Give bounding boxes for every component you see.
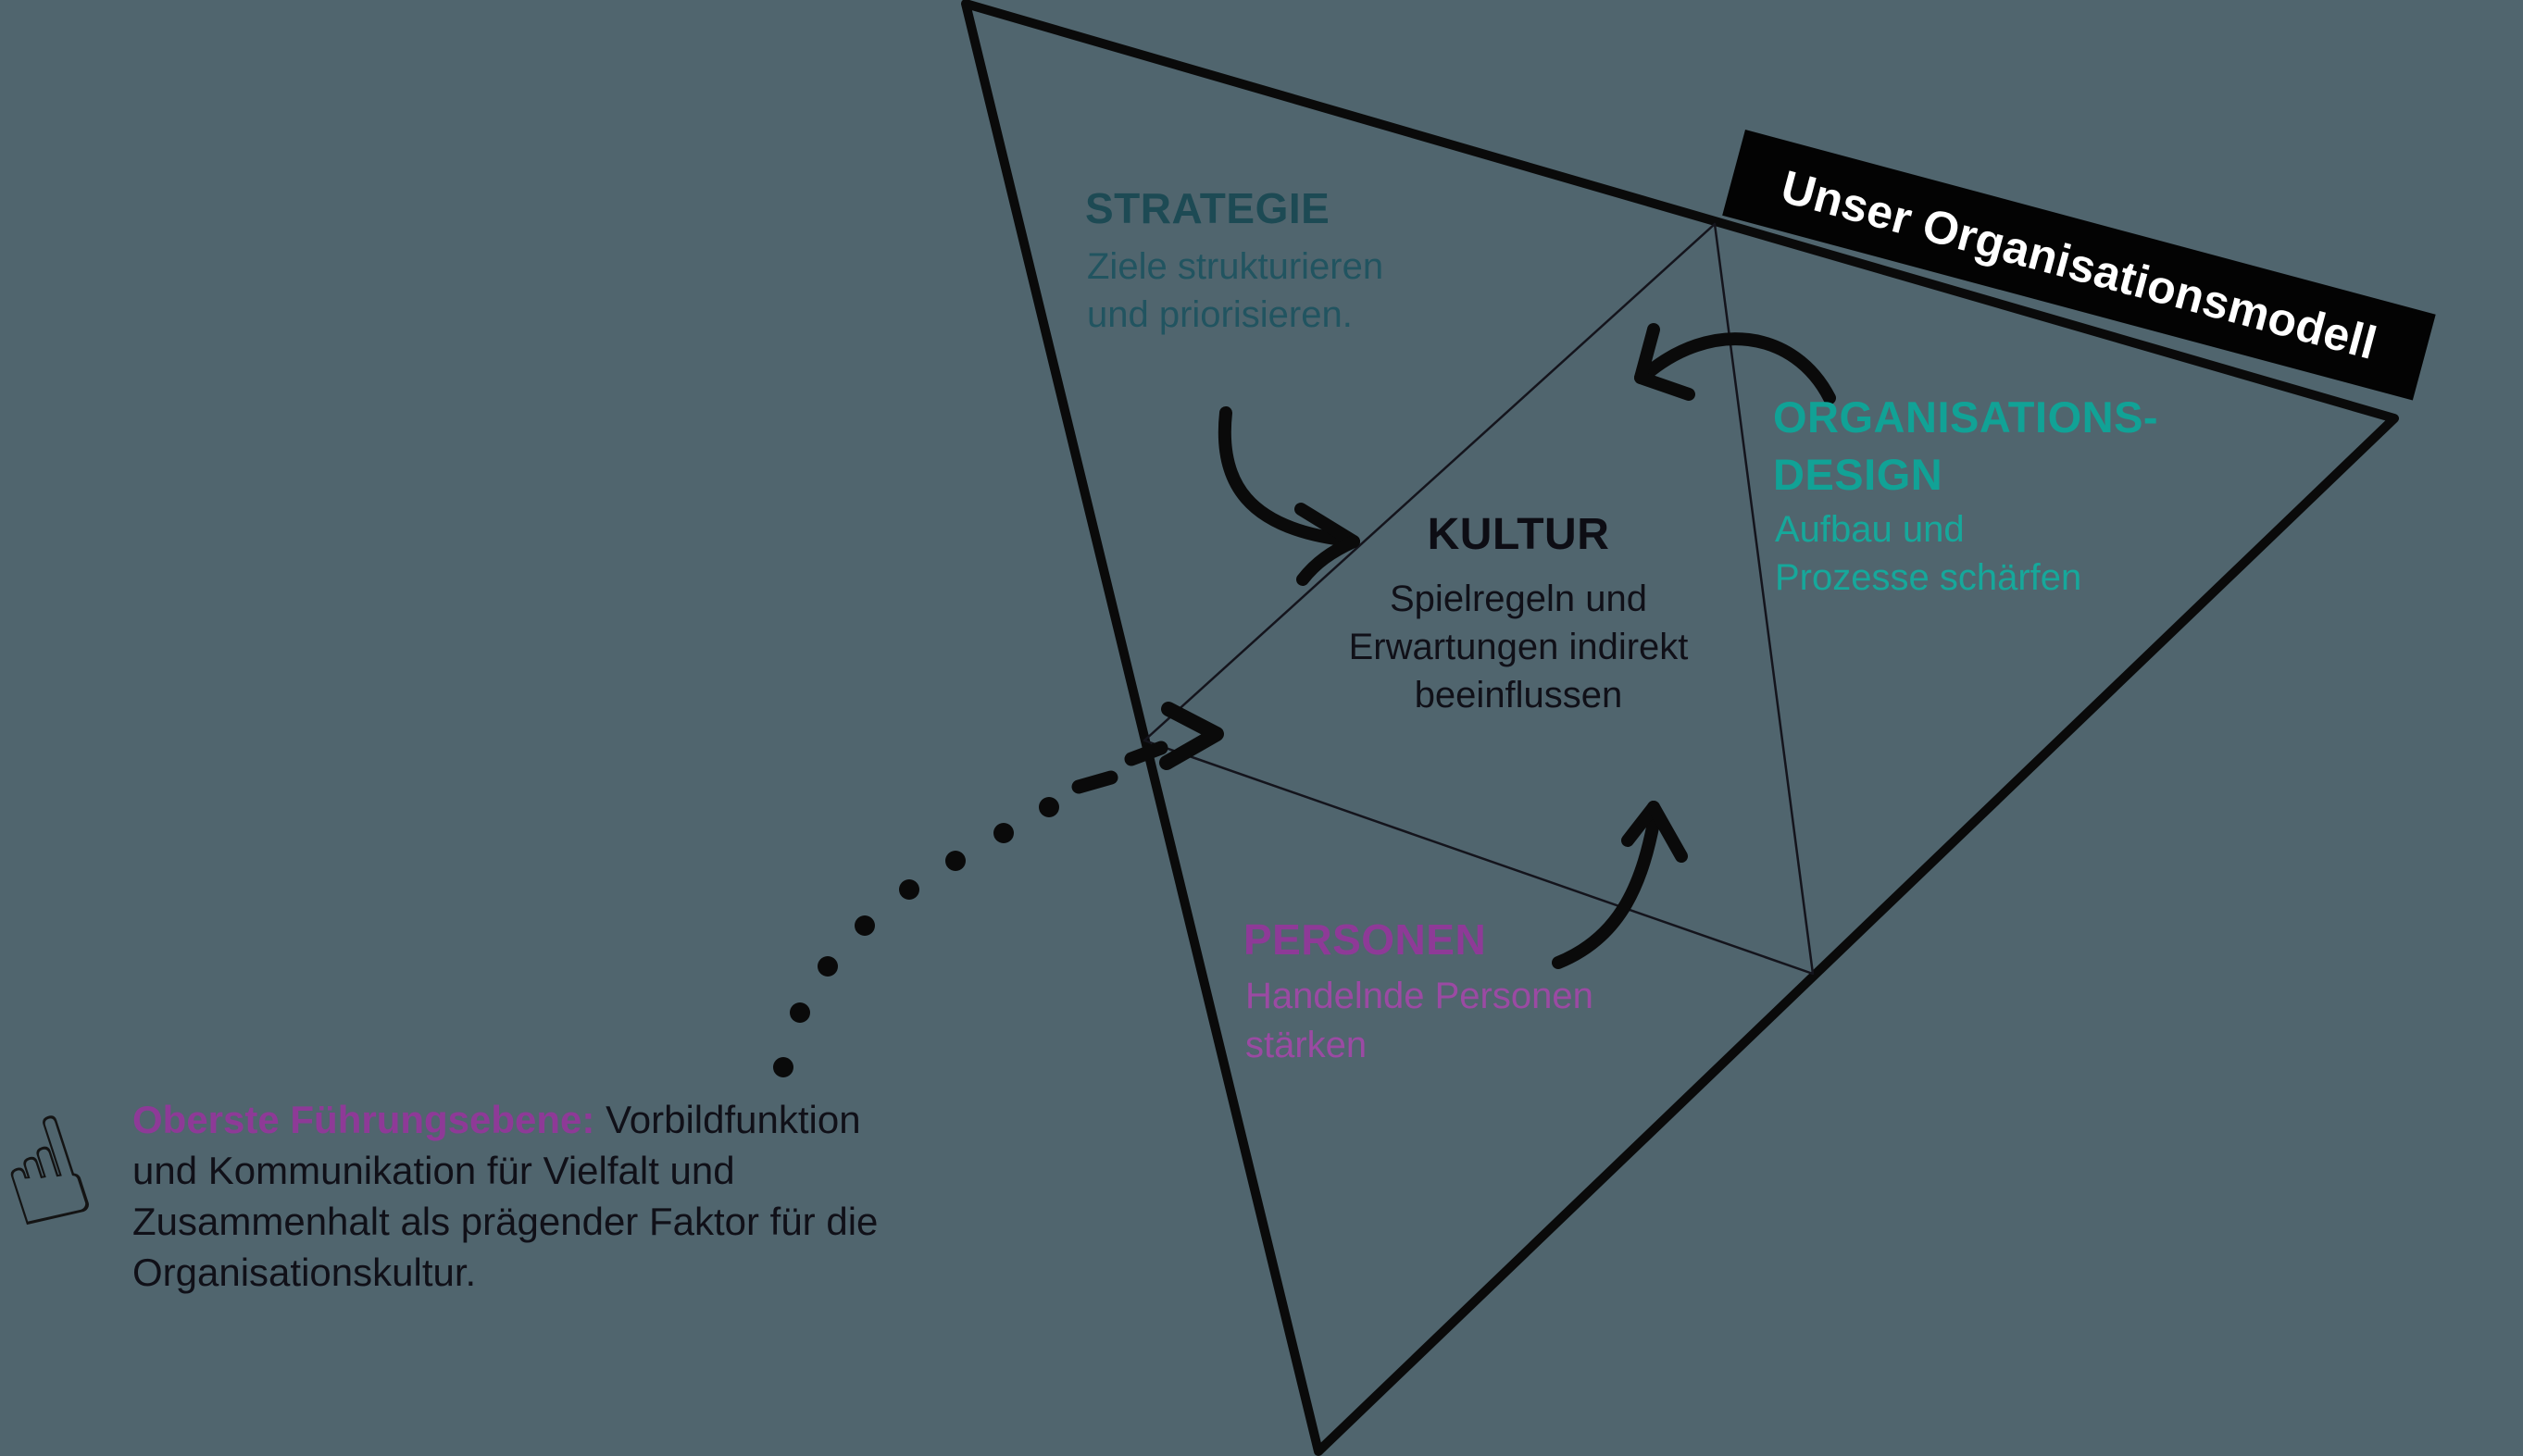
inner-triangle [1143,222,1815,976]
strategie-description-line2: und priorisieren. [1087,294,1353,335]
strategie-description-line1: Ziele strukturieren [1087,246,1384,287]
outer-triangle [961,0,2399,1456]
arrow-personen-to-kultur [1552,801,1688,969]
leadership-note: Oberste Führungsebene: Vorbildfunktion u… [132,1094,929,1298]
personen-title: PERSONEN [1243,915,1487,964]
organisationsdesign-title-line1: ORGANISATIONS- [1773,392,2159,442]
leadership-note-body: Vorbildfunktion und Kommunikation für Vi… [132,1098,879,1294]
arrow-strategie-to-kultur [1218,406,1360,586]
organisationsdesign-title-line2: DESIGN [1773,450,1943,499]
strategie-description: Ziele strukturieren und priorisieren. [1087,243,1383,339]
kultur-block: KULTUR Spielregeln und Erwartungen indir… [1287,509,1750,719]
kultur-description: Spielregeln und Erwartungen indirekt bee… [1287,575,1750,719]
organisationsdesign-description: Aufbau und Prozesse schärfen [1775,505,2081,602]
strategie-title: STRATEGIE [1085,184,1330,232]
personen-description: Handelnde Personen stärken [1245,972,1593,1070]
kultur-description-line2: Erwartungen indirekt [1348,627,1689,667]
personen-description-line2: stärken [1245,1025,1368,1065]
leadership-note-lead: Oberste Führungsebene: [132,1098,595,1141]
kultur-title: KULTUR [1427,510,1610,559]
dotted-influence-arrow [773,702,1224,1077]
organisationsdesign-description-line1: Aufbau und [1775,509,1965,550]
arrow-orgdesign-to-kultur [1634,323,1836,404]
kultur-description-line3: beeinflussen [1414,675,1623,716]
organisationsdesign-title: ORGANISATIONS- DESIGN [1773,389,2158,504]
kultur-description-line1: Spielregeln und [1390,579,1647,619]
personen-description-line1: Handelnde Personen [1245,976,1593,1016]
organisationsdesign-description-line2: Prozesse schärfen [1775,557,2082,598]
